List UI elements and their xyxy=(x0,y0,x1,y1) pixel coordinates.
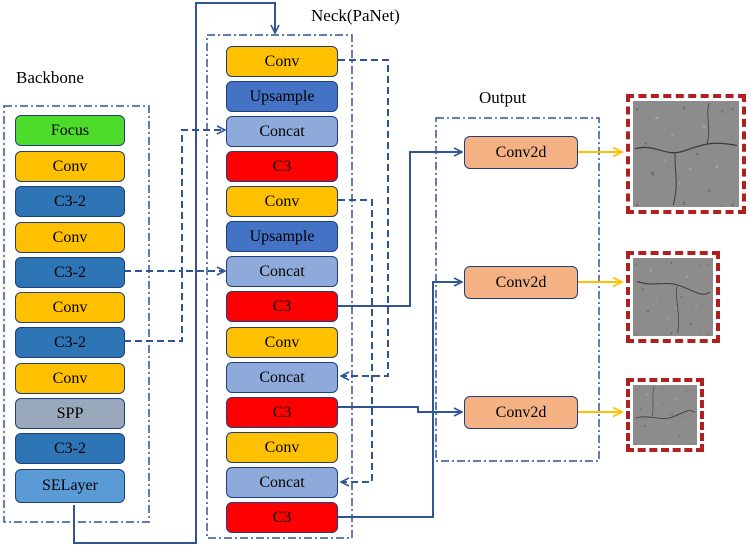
backbone-block-spp: SPP xyxy=(15,398,125,429)
backbone-block-selayer: SELayer xyxy=(15,469,125,503)
output-thumbnail-medium xyxy=(626,251,720,343)
solid-connectors xyxy=(73,2,462,544)
backbone-title: Backbone xyxy=(16,68,84,87)
neck-block-c3: C3 xyxy=(226,291,338,322)
neck-block-c3: C3 xyxy=(226,502,338,533)
neck-block-concat: Concat xyxy=(226,362,338,393)
dashed-connectors xyxy=(124,59,389,482)
backbone-block-conv: Conv xyxy=(15,222,125,253)
output-thumbnail-large xyxy=(626,94,746,214)
neck-block-c3: C3 xyxy=(226,397,338,428)
neck-block-conv: Conv xyxy=(226,186,338,217)
neck-block-conv: Conv xyxy=(226,327,338,358)
crack-image xyxy=(633,101,739,207)
backbone-block-c3-2: C3-2 xyxy=(15,327,125,358)
backbone-block-conv: Conv xyxy=(15,363,125,394)
output-block-conv2d: Conv2d xyxy=(464,396,578,429)
output-frame xyxy=(435,117,600,462)
neck-block-conv: Conv xyxy=(226,46,338,77)
backbone-block-c3-2: C3-2 xyxy=(15,433,125,464)
crack-image xyxy=(633,258,713,336)
crack-image xyxy=(633,385,697,445)
backbone-frame xyxy=(3,105,150,523)
output-arrows xyxy=(578,152,622,412)
backbone-block-c3-2: C3-2 xyxy=(15,186,125,217)
neck-block-conv: Conv xyxy=(226,432,338,463)
neck-block-concat: Concat xyxy=(226,256,338,287)
neck-block-concat: Concat xyxy=(226,467,338,498)
neck-block-upsample: Upsample xyxy=(226,81,338,112)
output-title: Output xyxy=(479,88,527,107)
neck-block-concat: Concat xyxy=(226,116,338,147)
backbone-block-conv: Conv xyxy=(15,151,125,182)
backbone-block-c3-2: C3-2 xyxy=(15,257,125,288)
neck-block-upsample: Upsample xyxy=(226,221,338,252)
backbone-block-conv: Conv xyxy=(15,292,125,323)
neck-frame xyxy=(206,34,353,539)
output-block-conv2d: Conv2d xyxy=(464,266,578,299)
output-thumbnail-small xyxy=(626,378,704,452)
neck-title: Neck(PaNet) xyxy=(311,6,400,25)
output-block-conv2d: Conv2d xyxy=(464,136,578,169)
neck-block-c3: C3 xyxy=(226,151,338,182)
backbone-block-focus: Focus xyxy=(15,115,125,146)
